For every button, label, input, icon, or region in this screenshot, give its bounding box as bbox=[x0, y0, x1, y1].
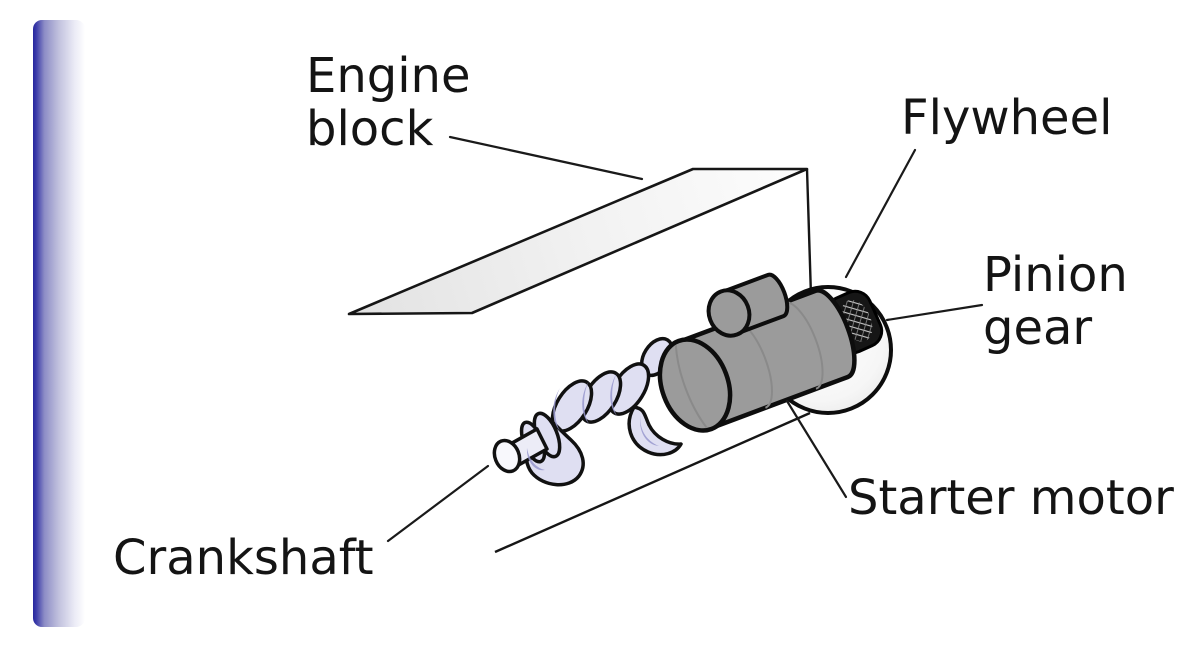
crankshaft-shading bbox=[526, 373, 659, 471]
label-starter-motor: Starter motor bbox=[848, 470, 1174, 526]
pinion-gear-leader-line bbox=[885, 303, 984, 322]
crankshaft-shape bbox=[492, 336, 683, 487]
starter-motor-body bbox=[657, 288, 857, 433]
solenoid-shape bbox=[706, 272, 790, 338]
label-engine-block: Engine block bbox=[306, 50, 471, 156]
left-accent-bar bbox=[33, 20, 85, 627]
crankshaft-nose bbox=[492, 438, 522, 474]
label-crankshaft: Crankshaft bbox=[113, 530, 374, 586]
label-pinion-gear: Pinion gear bbox=[983, 249, 1128, 355]
label-pinion-gear-line1: Pinion bbox=[983, 247, 1128, 303]
engine-block-edge-bottom bbox=[494, 411, 811, 554]
engine-block-leader-line bbox=[448, 135, 644, 181]
leader-lines bbox=[386, 135, 984, 543]
flywheel-leader-line bbox=[844, 148, 917, 279]
starter-motor-seam bbox=[783, 301, 824, 390]
crankshaft-leader-line bbox=[386, 464, 490, 543]
label-flywheel: Flywheel bbox=[901, 90, 1113, 146]
label-engine-block-line1: Engine bbox=[306, 48, 471, 104]
label-engine-block-line2: block bbox=[306, 101, 434, 157]
crankshaft-crescent bbox=[627, 405, 683, 457]
starter-motor-cap-seam bbox=[674, 345, 708, 429]
label-pinion-gear-line2: gear bbox=[983, 300, 1093, 356]
engine-block-edge-vertical bbox=[805, 168, 813, 297]
engine-block-shape bbox=[347, 167, 813, 554]
starter-motor-leader-line bbox=[785, 399, 848, 499]
solenoid-end-cap bbox=[706, 288, 752, 338]
